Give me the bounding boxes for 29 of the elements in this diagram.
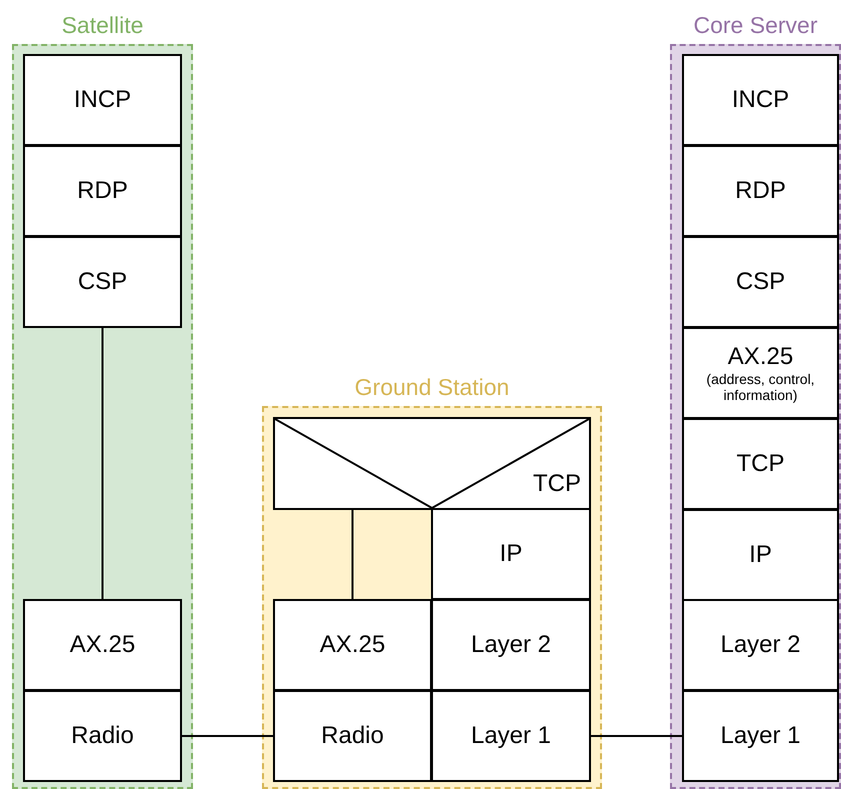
protocol-layer-box: RDP: [682, 145, 839, 237]
protocol-layer-box: TCP: [682, 418, 839, 510]
protocol-layer-box: Radio: [273, 690, 432, 782]
protocol-layer-box: [273, 417, 591, 510]
group-title: Core Server: [692, 12, 818, 39]
protocol-layer-box: AX.25: [23, 599, 182, 691]
protocol-layer-box: Layer 1: [682, 690, 839, 782]
connector-line: [591, 735, 682, 737]
connector-line: [352, 510, 354, 599]
protocol-layer-box: Radio: [23, 690, 182, 782]
protocol-layer-box: Layer 2: [682, 599, 839, 691]
layer-label: TCP: [533, 470, 581, 498]
protocol-layer-box: INCP: [23, 54, 182, 146]
layer-note: (address, control, information): [705, 371, 816, 403]
group-title: Ground Station: [354, 374, 510, 401]
group-title: Satellite: [60, 12, 144, 39]
protocol-layer-box: INCP: [682, 54, 839, 146]
connector-line: [182, 735, 273, 737]
protocol-layer-box: Layer 1: [431, 690, 591, 782]
protocol-layer-box: RDP: [23, 145, 182, 237]
protocol-layer-box: CSP: [23, 236, 182, 328]
protocol-layer-box: CSP: [682, 236, 839, 328]
protocol-layer-box: [682, 327, 839, 419]
protocol-layer-box: IP: [682, 509, 839, 601]
protocol-layer-box: AX.25: [273, 599, 432, 691]
protocol-layer-box: Layer 2: [431, 599, 591, 691]
layer-label: AX.25: [728, 343, 794, 371]
connector-line: [102, 328, 104, 599]
protocol-layer-box: IP: [431, 508, 591, 600]
